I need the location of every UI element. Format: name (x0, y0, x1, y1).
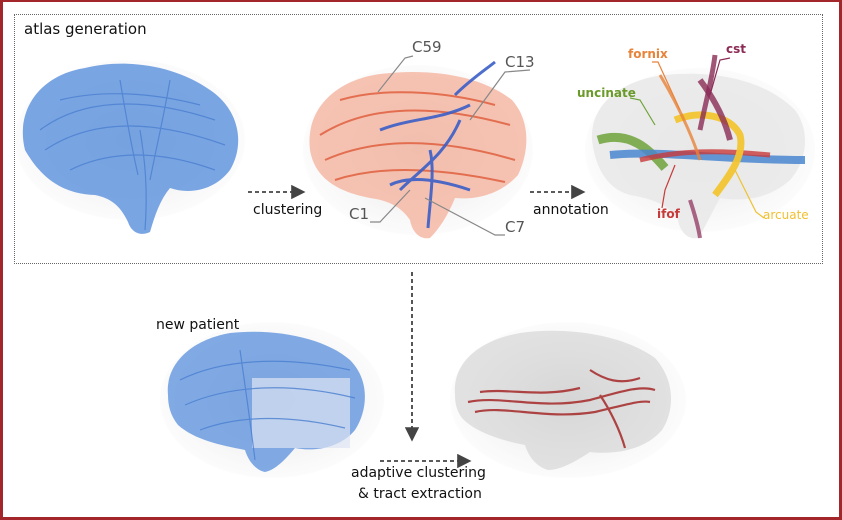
clustered-brain (303, 60, 533, 239)
cluster-label-c59: C59 (412, 38, 442, 56)
tract-label-fornix: fornix (628, 47, 668, 61)
atlas-brain-blue (15, 60, 245, 234)
tract-label-ifof: ifof (657, 207, 680, 221)
extracted-tract-brain (450, 322, 686, 478)
cluster-label-c13: C13 (505, 53, 535, 71)
tract-label-uncinate: uncinate (577, 86, 636, 100)
tract-leader-lines (629, 57, 765, 219)
atlas-generation-title: atlas generation (24, 20, 147, 38)
adaptive-clustering-label: adaptive clustering (351, 465, 486, 481)
atlas-generation-box (14, 14, 823, 264)
cluster-leader-lines (370, 55, 531, 236)
clustering-label: clustering (253, 202, 323, 218)
annotation-label: annotation (533, 202, 609, 218)
new-patient-label: new patient (156, 317, 240, 333)
tract-label-cst: cst (726, 42, 746, 56)
new-patient-brain (160, 322, 384, 478)
tract-extraction-label: & tract extraction (358, 486, 482, 502)
tract-label-arcuate: arcuate (763, 208, 809, 222)
cluster-label-c7: C7 (505, 218, 526, 236)
annotated-brain (585, 54, 815, 239)
cluster-label-c1: C1 (349, 205, 370, 223)
